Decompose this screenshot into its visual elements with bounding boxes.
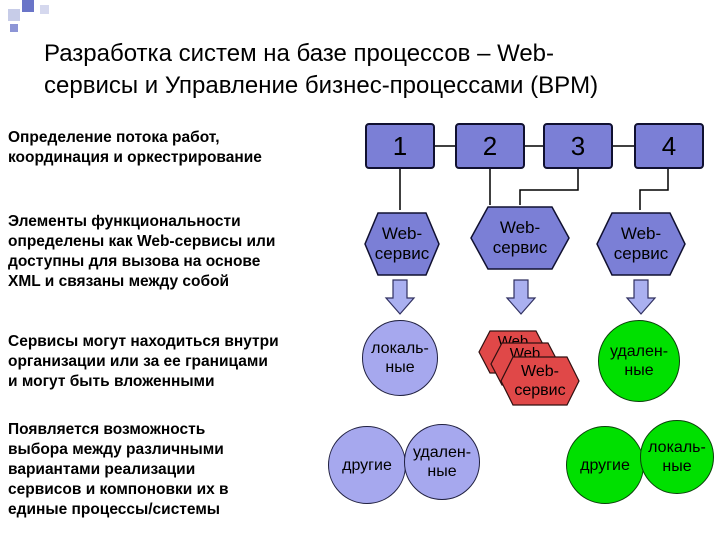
row-line: Элементы функциональности: [8, 213, 241, 230]
other-services-green-circle: другие: [566, 426, 644, 504]
web-service-1: Web-сервис: [364, 212, 440, 276]
circle-label: ные: [427, 463, 457, 480]
service-label: сервис: [492, 238, 548, 257]
service-label: Web-: [381, 224, 423, 243]
title-line-1: Разработка систем на базе процессов – We…: [44, 40, 554, 67]
circle-label: локаль-: [648, 439, 706, 456]
step-box-3: 3: [543, 123, 613, 169]
service-label: сервис: [374, 244, 430, 263]
circle-label: ные: [624, 362, 654, 379]
service-label: Web-: [499, 218, 541, 237]
connector-box4-service: [639, 169, 669, 210]
service-label: сервис: [613, 244, 669, 263]
row-line: Сервисы могут находиться внутри: [8, 333, 279, 350]
remote-services-green-circle: удален-ные: [598, 320, 680, 402]
step-box-1: 1: [365, 123, 435, 169]
nested-service-front: Web-сервис: [500, 356, 580, 406]
page-title: Разработка систем на базе процессов – We…: [44, 38, 704, 102]
circle-label: ные: [385, 359, 415, 376]
local-services-circle: локаль-ные: [362, 320, 438, 396]
nested-label: сервис: [514, 382, 566, 399]
down-arrow-3: [625, 279, 657, 315]
row-line: определены как Web-сервисы или: [8, 233, 276, 250]
remote-services-blue-circle: удален-ные: [404, 424, 480, 500]
web-service-3: Web-сервис: [596, 212, 686, 276]
circle-label: удален-: [609, 343, 669, 360]
down-arrow-1: [384, 279, 416, 315]
row-services-location-text: Сервисы могут находиться внутри организа…: [8, 332, 358, 392]
row-line: выбора между различными: [8, 441, 224, 458]
nested-label: Web-: [521, 363, 559, 380]
row-functionality-text: Элементы функциональности определены как…: [8, 212, 358, 292]
row-line: Появляется возможность: [8, 421, 206, 438]
row-line: организации или за ее границами: [8, 353, 268, 370]
step-box-4: 4: [634, 123, 704, 169]
local-services-green-circle: локаль-ные: [640, 420, 714, 494]
decorative-squares: [0, 0, 60, 40]
circle-label: локаль-: [371, 340, 429, 357]
row-line: и могут быть вложенными: [8, 373, 215, 390]
circle-label: другие: [580, 456, 630, 474]
row-choice-text: Появляется возможность выбора между разл…: [8, 420, 358, 520]
row-line: Определение потока работ,: [8, 129, 220, 146]
row-line: координация и оркестрирование: [8, 149, 262, 166]
row-line: вариантами реализации: [8, 461, 196, 478]
web-service-2: Web-сервис: [470, 206, 570, 270]
step-box-2: 2: [455, 123, 525, 169]
circle-label: другие: [342, 456, 392, 474]
row-line: единые процессы/системы: [8, 501, 221, 518]
down-arrow-2: [505, 279, 537, 315]
row-line: доступны для вызова на основе: [8, 253, 261, 270]
row-line: сервисов и компоновки их в: [8, 481, 229, 498]
connector-box3-service: [519, 169, 579, 205]
row-line: XML и связаны между собой: [8, 273, 230, 290]
circle-label: удален-: [412, 444, 472, 461]
other-services-circle: другие: [328, 426, 406, 504]
title-line-2: сервисы и Управление бизнес-процессами (…: [44, 72, 599, 99]
service-label: Web-: [620, 224, 662, 243]
row-workflow-text: Определение потока работ, координация и …: [8, 128, 358, 168]
circle-label: ные: [662, 458, 692, 475]
